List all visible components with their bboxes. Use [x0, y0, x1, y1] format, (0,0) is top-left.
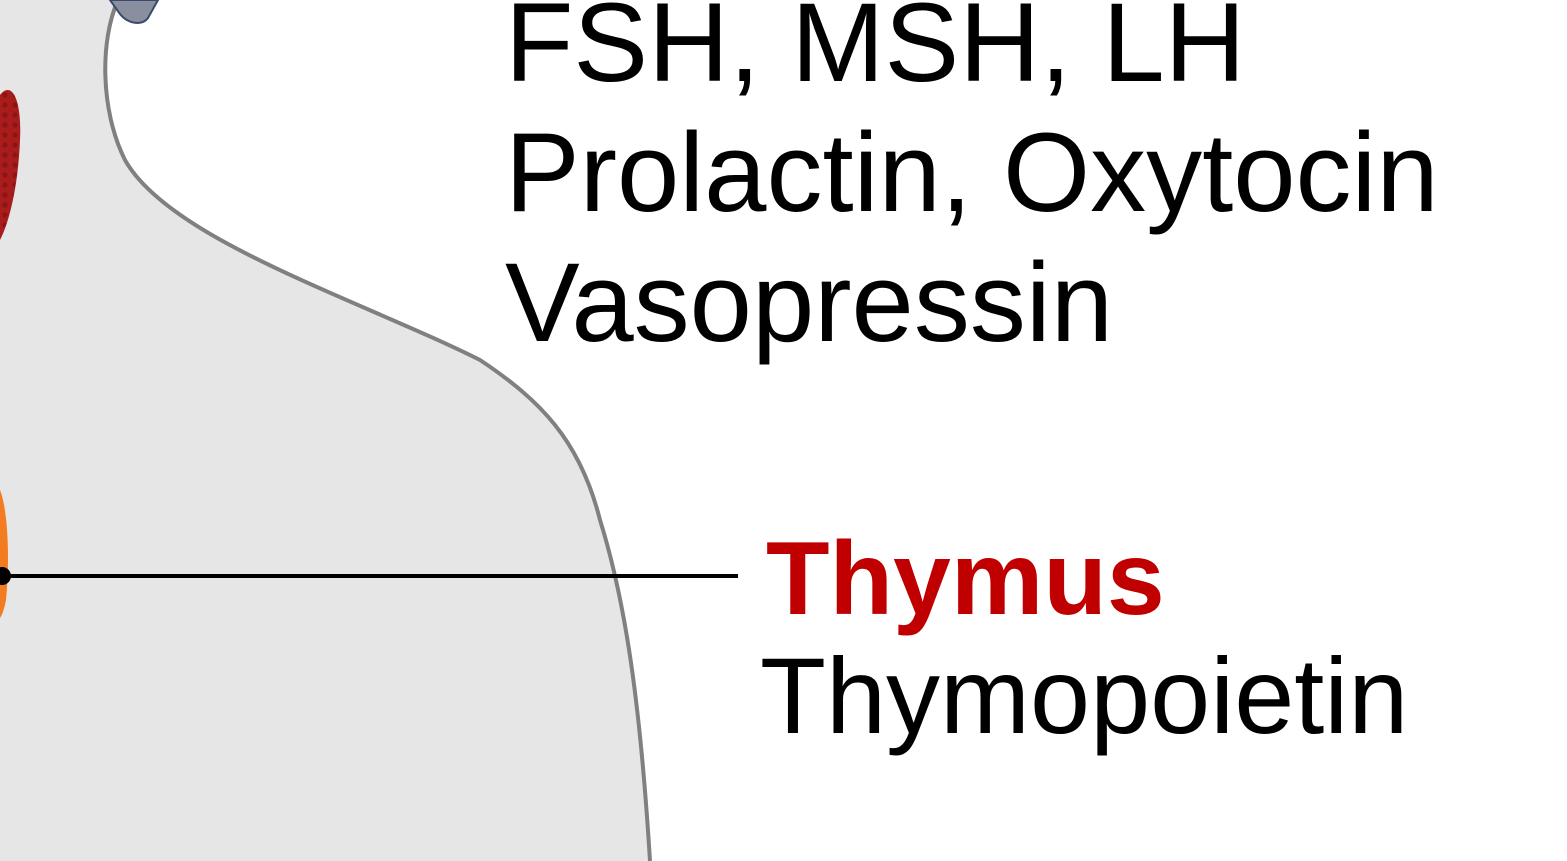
thymus-gland [0, 490, 8, 618]
thymus-leader-dot [0, 567, 11, 585]
thymus-label: Thymus [766, 521, 1165, 637]
thymus-hormone-label: Thymopoietin [760, 635, 1409, 756]
thyroid-gland [0, 90, 21, 240]
pituitary-hormone-list: FSH, MSH, LH Prolactin, Oxytocin Vasopre… [505, 0, 1439, 368]
hormone-line-vasopressin: Vasopressin [505, 240, 1114, 365]
hormone-line-fsh-msh-lh: FSH, MSH, LH [505, 0, 1246, 105]
body-outline [103, 0, 652, 861]
body-silhouette [0, 0, 650, 861]
pituitary-gland [108, 0, 160, 24]
hormone-line-prolactin-oxytocin: Prolactin, Oxytocin [505, 110, 1439, 235]
